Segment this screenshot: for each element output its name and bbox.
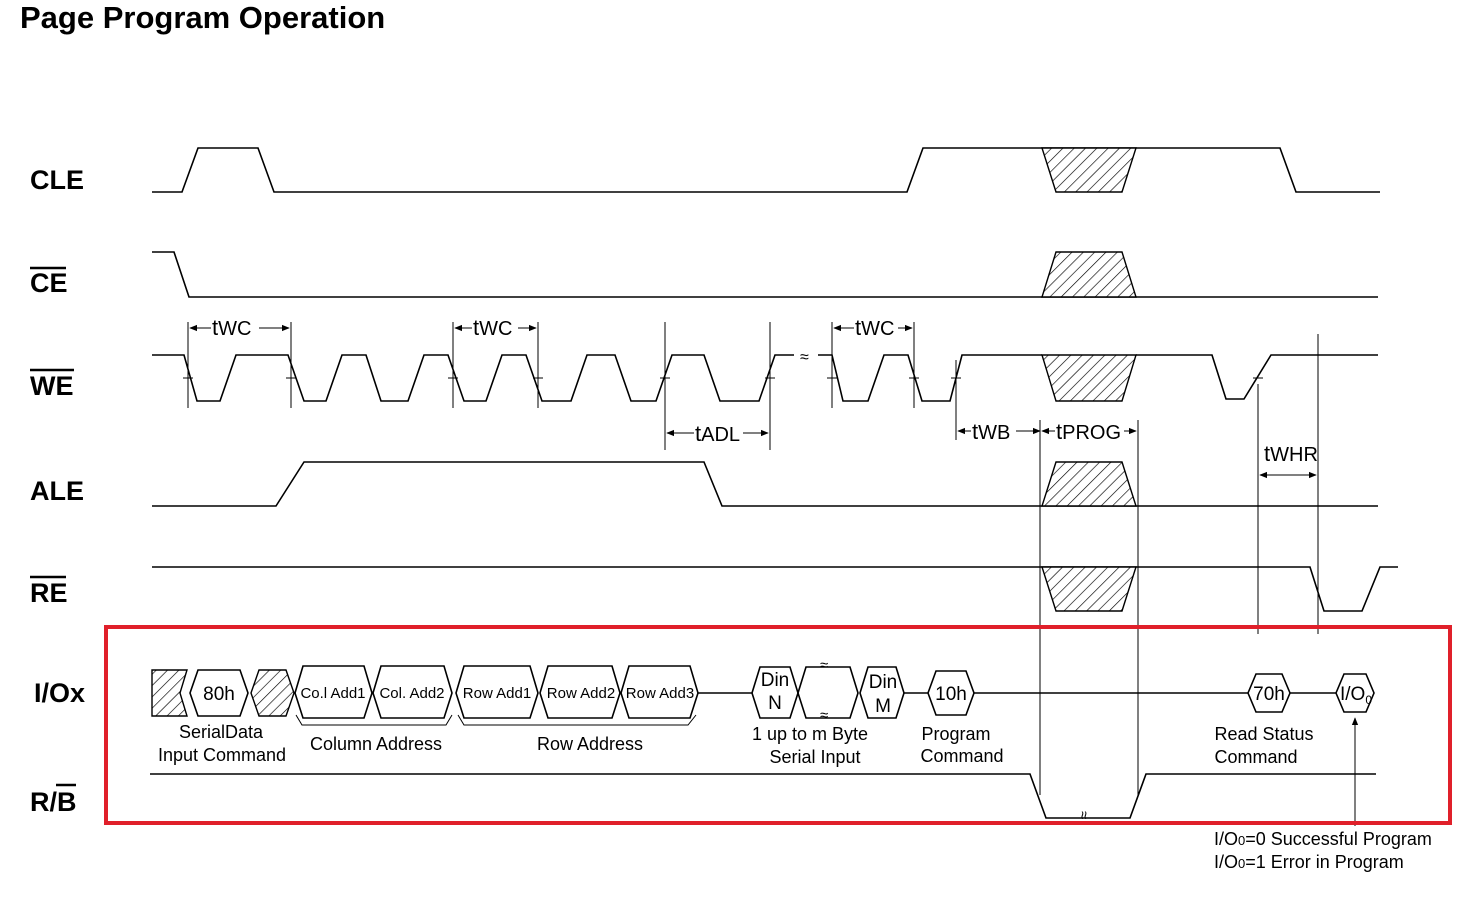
- io-cell-din-n-text2: N: [768, 693, 782, 714]
- signal-label-we: WE: [30, 371, 74, 401]
- re-hatch: [1041, 566, 1137, 612]
- label-serial-data-2: Input Command: [158, 745, 286, 765]
- io-break-mark-top: ≈: [820, 657, 828, 674]
- signal-label-rb: R/B: [30, 787, 77, 817]
- io-cell-row-add1-text: Row Add1: [463, 685, 531, 702]
- io-cell-col-add2: [372, 665, 453, 719]
- label-program-1: Program: [921, 724, 990, 744]
- io-break-mark-bottom: ≈: [820, 707, 828, 724]
- row-address-bracket: [457, 714, 697, 726]
- io-hatch-leading: [151, 669, 188, 717]
- column-address-bracket: [295, 714, 453, 726]
- page-title: Page Program Operation: [20, 0, 386, 35]
- signal-label-io: I/Ox: [34, 678, 85, 708]
- signal-label-re: RE: [30, 578, 68, 608]
- twc3-label: tWC: [855, 315, 894, 340]
- re-waveform: [152, 566, 1398, 612]
- io-cell-row-add2: [539, 665, 621, 719]
- tprog-label: tPROG: [1056, 419, 1121, 444]
- tadl-label: tADL: [695, 421, 740, 446]
- io-cell-col-add1: [294, 665, 373, 719]
- note-success: I/O0=0 Successful Program: [1214, 829, 1432, 849]
- we-waveform-c: [1136, 354, 1378, 400]
- io-cell-row-add1: [455, 665, 539, 719]
- io-cell-row-add3-text: Row Add3: [626, 685, 694, 702]
- label-program-2: Command: [920, 746, 1003, 766]
- rb-break-mark: ≈: [1075, 811, 1092, 819]
- twc1-label: tWC: [212, 315, 251, 340]
- io-cell-col-add2-text: Col. Add2: [379, 685, 444, 702]
- io-cell-din-m-text2: M: [875, 696, 891, 717]
- io-cell-row-add2-text: Row Add2: [547, 685, 615, 702]
- ce-hatch: [1041, 251, 1137, 298]
- io-cell-din-m-text1: Din: [869, 672, 898, 693]
- io-cell-10h-text: 10h: [935, 684, 967, 705]
- cle-hatch: [1041, 147, 1137, 193]
- label-bytes-2: Serial Input: [769, 747, 860, 767]
- label-read-status-2: Command: [1214, 747, 1297, 767]
- cle-waveform: [152, 147, 1380, 193]
- io-hatch-after-80h: [250, 669, 295, 717]
- we-hatch: [1041, 354, 1137, 402]
- io-cell-80h: [189, 669, 249, 717]
- io-cell-col-add1-text: Co.l Add1: [300, 685, 365, 702]
- signal-label-cle: CLE: [30, 165, 84, 195]
- twb-label: tWB: [972, 419, 1010, 444]
- signal-label-ale: ALE: [30, 476, 84, 506]
- io-cell-io0-text: I/O0: [1340, 684, 1372, 707]
- label-serial-data-1: SerialData: [179, 722, 264, 742]
- label-row-address: Row Address: [537, 734, 643, 754]
- rb-waveform: [150, 773, 1376, 819]
- signal-label-ce: CE: [30, 268, 68, 298]
- twc2-label: tWC: [473, 315, 512, 340]
- ce-waveform: [152, 251, 1378, 298]
- label-bytes-1: 1 up to m Byte: [752, 724, 868, 744]
- io-cell-io0: [1335, 673, 1375, 713]
- we-waveform-b: [818, 354, 1042, 402]
- io-cell-80h-text: 80h: [203, 684, 235, 705]
- io-cell-din-n-text1: Din: [761, 670, 790, 691]
- note-error: I/O0=1 Error in Program: [1214, 852, 1404, 872]
- we-break-mark: ≈: [800, 349, 809, 366]
- io-cell-din-gap: [797, 666, 859, 719]
- twhr-label: tWHR: [1264, 441, 1318, 466]
- ale-waveform: [152, 461, 1378, 507]
- we-waveform-a: [152, 354, 794, 402]
- label-read-status-1: Read Status: [1214, 724, 1313, 744]
- ale-hatch: [1041, 461, 1137, 507]
- label-column-address: Column Address: [310, 734, 442, 754]
- io-cell-70h-text: 70h: [1253, 684, 1285, 705]
- highlight-box: [104, 625, 1452, 825]
